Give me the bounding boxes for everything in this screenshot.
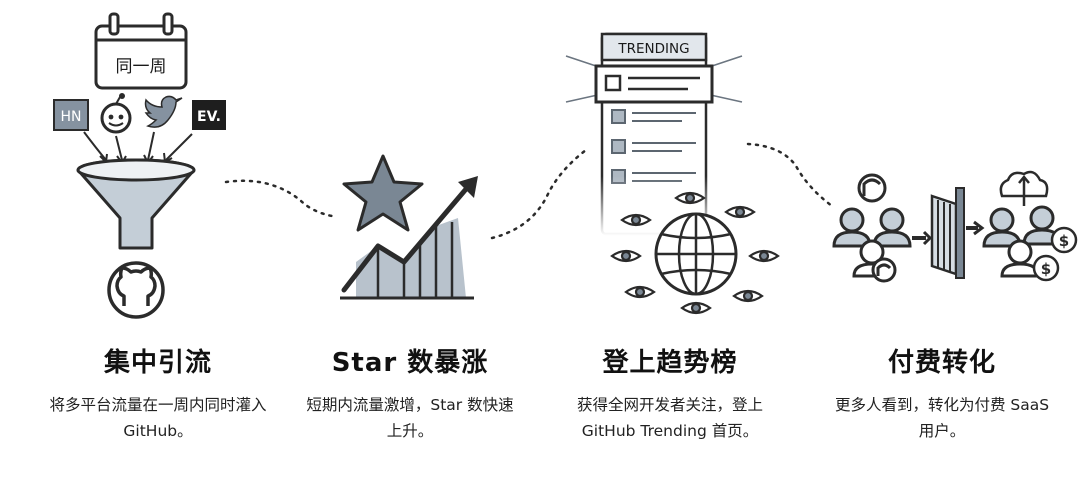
step-desc-conversion: 更多人看到，转化为付费 SaaS 用户。 <box>834 396 1050 440</box>
star-icon <box>342 154 424 232</box>
step-desc-trending: 获得全网开发者关注，登上 GitHub Trending 首页。 <box>576 396 763 440</box>
customer-group-icon <box>982 205 1062 278</box>
svg-text:HN: HN <box>61 109 82 125</box>
trending-list-icon: TRENDING <box>565 32 743 236</box>
svg-text:$: $ <box>1059 232 1069 250</box>
cloud-transfer-icon <box>999 170 1049 206</box>
trending-header: TRENDING <box>617 41 689 57</box>
step-title-trending: 登上趋势榜 <box>602 348 738 378</box>
svg-text:$: $ <box>1041 260 1051 278</box>
step-title-traffic: 集中引流 <box>103 348 212 378</box>
funnel-icon <box>76 158 196 250</box>
hn-badge: HN <box>53 99 89 131</box>
step-desc-stars: 短期内流量激增，Star 数快速上升。 <box>306 396 514 440</box>
step-title-conversion: 付费转化 <box>887 348 996 378</box>
dotted-connector <box>224 179 334 218</box>
flow-arrows <box>83 131 193 165</box>
calendar-icon: 同一周 <box>94 12 188 90</box>
calendar-label: 同一周 <box>116 57 167 77</box>
process-illustration: 同一周 HN EV. <box>53 12 1078 319</box>
step-title-stars: Star 数暴涨 <box>331 348 489 378</box>
github-icon <box>107 261 165 319</box>
svg-text:EV.: EV. <box>197 109 221 125</box>
eye-icon <box>610 191 780 315</box>
ev-badge: EV. <box>192 100 226 130</box>
dotted-connector <box>746 142 834 208</box>
growth-chart-icon <box>340 176 478 300</box>
user-group-icon <box>832 173 912 283</box>
globe-icon <box>654 212 738 296</box>
dotted-connector <box>490 148 588 240</box>
reddit-icon <box>100 93 132 134</box>
gate-icon <box>912 187 985 279</box>
step-desc-traffic: 将多平台流量在一周内同时灌入 GitHub。 <box>49 396 267 440</box>
dollar-icon: $ $ <box>1032 226 1078 282</box>
twitter-icon <box>144 95 183 128</box>
